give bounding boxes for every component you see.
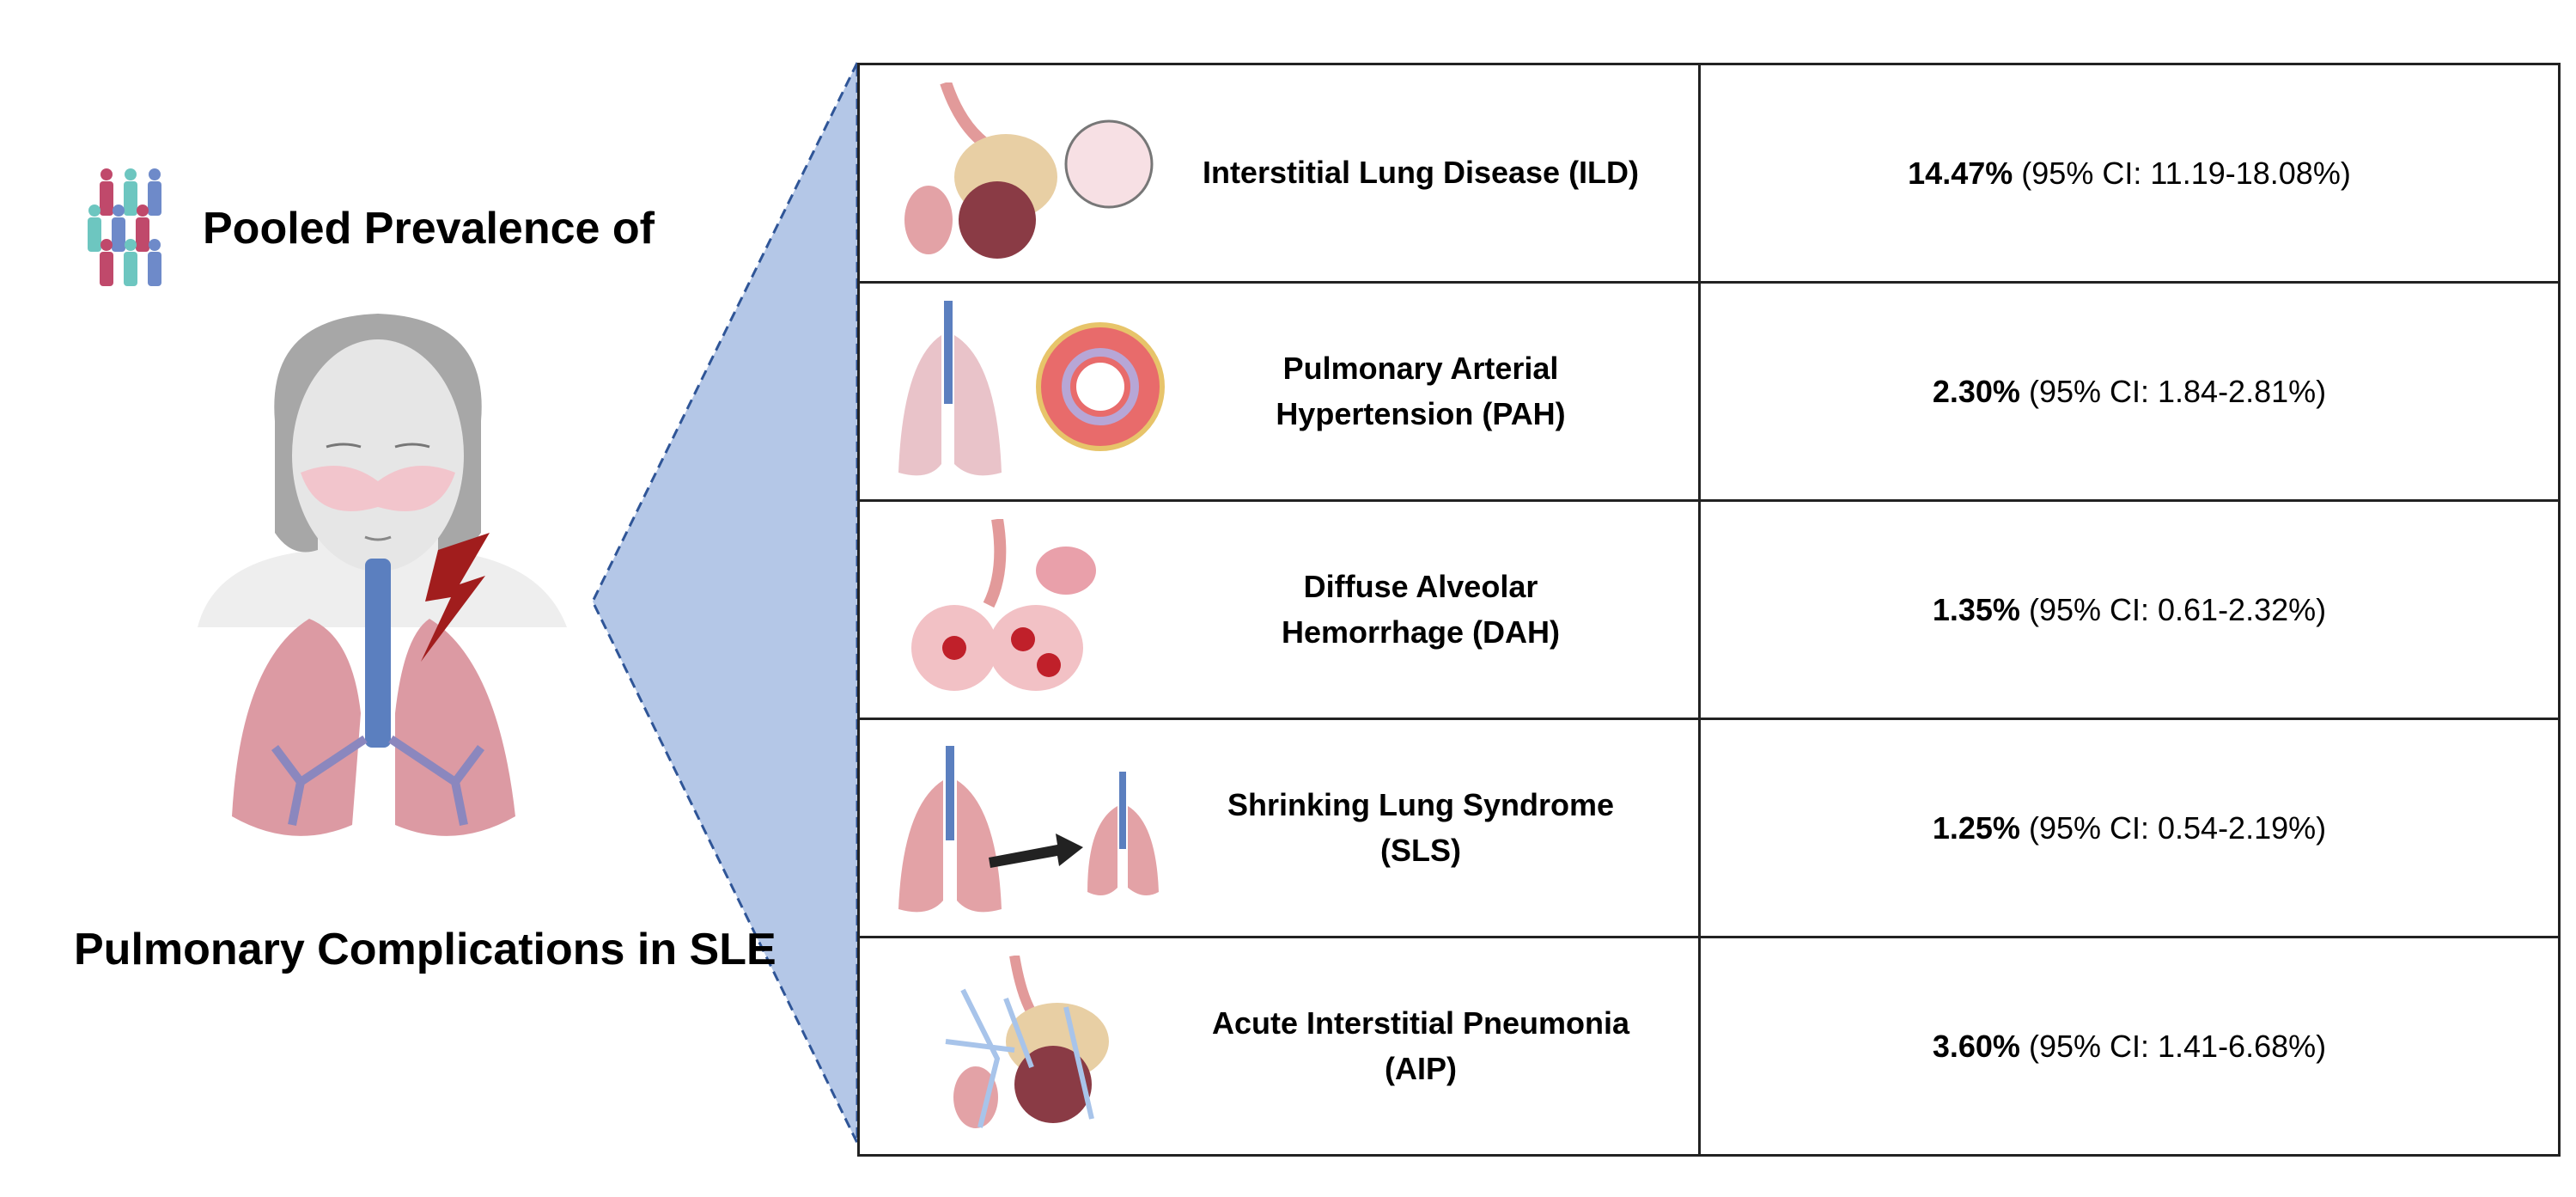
- disease-name: Interstitial Lung Disease (ILD): [1202, 155, 1640, 191]
- prevalence-cell: 3.60% (95% CI: 1.41-6.68%): [1698, 936, 2561, 1157]
- table-row: Shrinking Lung Syndrome (SLS) 1.25% (95% …: [857, 718, 2561, 938]
- disease-name-line2: (AIP): [1385, 1050, 1457, 1086]
- table-row: Interstitial Lung Disease (ILD) 14.47% (…: [857, 63, 2561, 284]
- shrinking-lungs-icon: [898, 746, 1159, 913]
- disease-name-line2: (SLS): [1380, 832, 1461, 868]
- prevalence-value: 1.25%: [1932, 809, 2020, 846]
- prevalence-table: Interstitial Lung Disease (ILD) 14.47% (…: [857, 63, 2561, 1157]
- hemorrhage-alveoli-icon: [911, 519, 1096, 691]
- disease-name-line2: Hypertension (PAH): [1276, 395, 1566, 431]
- prevalence-cell: 14.47% (95% CI: 11.19-18.08%): [1698, 63, 2561, 284]
- prevalence-value: 3.60%: [1932, 1028, 2020, 1064]
- confidence-interval: (95% CI: 1.41-6.68%): [2028, 1028, 2327, 1064]
- disease-name-line1: Shrinking Lung Syndrome: [1227, 787, 1615, 823]
- patient-lungs-illustration: [198, 314, 567, 836]
- prevalence-cell: 1.25% (95% CI: 0.54-2.19%): [1698, 718, 2561, 938]
- prevalence-cell: 1.35% (95% CI: 0.61-2.32%): [1698, 499, 2561, 720]
- title-bottom: Pulmonary Complications in SLE: [74, 925, 776, 974]
- disease-name-line1: Pulmonary Arterial: [1282, 351, 1559, 387]
- prevalence-value: 1.35%: [1932, 591, 2020, 627]
- prevalence-value: 14.47%: [1908, 155, 2013, 191]
- disease-name-line1: Acute Interstitial Pneumonia: [1211, 1005, 1630, 1041]
- alveoli-icon: [904, 82, 1154, 259]
- prevalence-value: 2.30%: [1932, 373, 2020, 409]
- population-icon: [88, 168, 161, 286]
- disease-name-line1: Diffuse Alveolar: [1303, 569, 1538, 605]
- lungs-artery-icon: [898, 301, 1165, 476]
- prevalence-cell: 2.30% (95% CI: 1.84-2.81%): [1698, 281, 2561, 502]
- table-row: Acute Interstitial Pneumonia (AIP) 3.60% …: [857, 936, 2561, 1157]
- confidence-interval: (95% CI: 0.61-2.32%): [2028, 591, 2327, 627]
- confidence-interval: (95% CI: 0.54-2.19%): [2028, 809, 2327, 846]
- title-top: Pooled Prevalence of: [203, 204, 655, 253]
- inflamed-alveoli-icon: [945, 956, 1109, 1128]
- confidence-interval: (95% CI: 1.84-2.81%): [2028, 373, 2327, 409]
- confidence-interval: (95% CI: 11.19-18.08%): [2021, 155, 2351, 191]
- disease-name-line2: Hemorrhage (DAH): [1281, 614, 1561, 650]
